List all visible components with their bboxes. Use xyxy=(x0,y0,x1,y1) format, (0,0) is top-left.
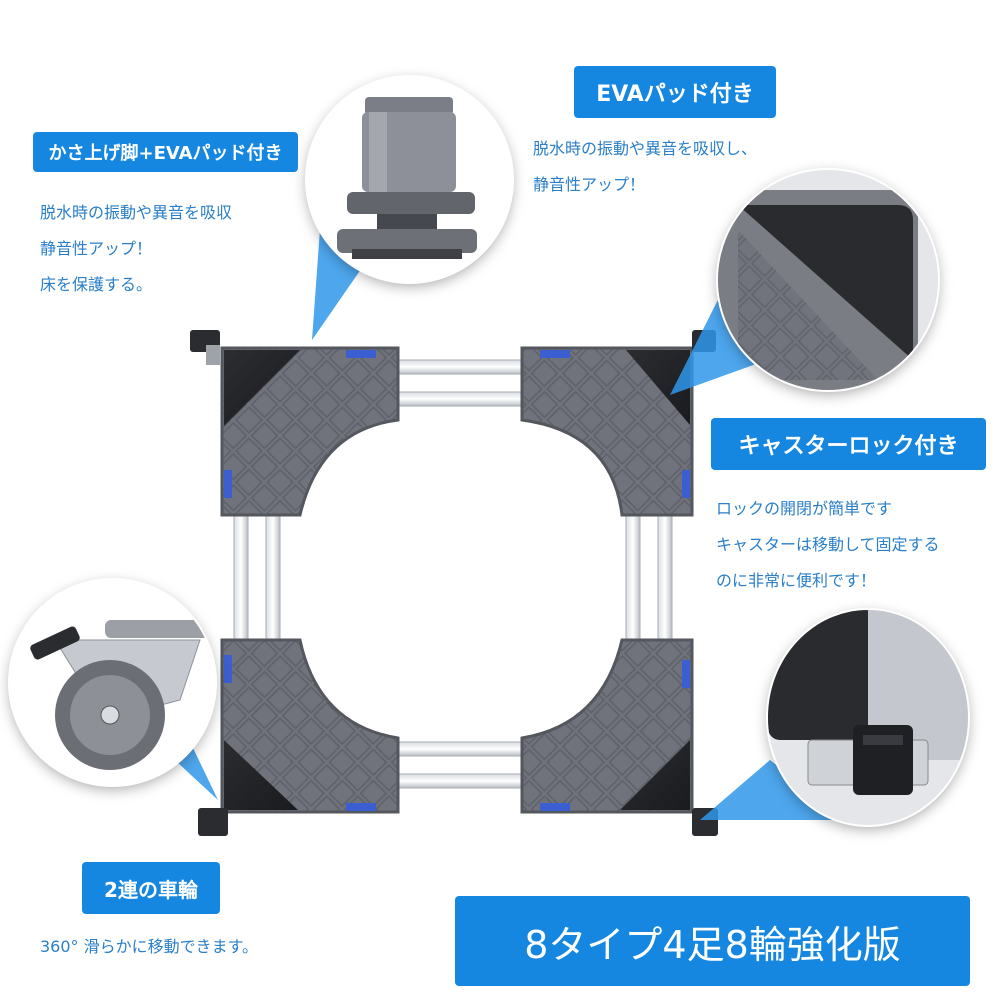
tag-eva-pad: EVAパッド付き xyxy=(574,66,776,118)
product-banner: 8タイプ4足8輪強化版 xyxy=(455,896,970,986)
tag-caster-lock: キャスターロック付き xyxy=(711,418,986,470)
tag-foot-eva: かさ上げ脚+EVAパッド付き xyxy=(33,132,298,172)
eva-pad-zoom-circle xyxy=(718,170,938,390)
wheel-desc-line1: 360° 滑らかに移動できます。 xyxy=(40,937,259,956)
caster-lock-icon xyxy=(768,610,968,825)
tag-double-wheel: 2連の車輪 xyxy=(82,862,220,914)
corner-pad-top-left xyxy=(190,330,400,517)
caster-zoom-circle xyxy=(10,580,215,785)
foot-desc-line1: 脱水時の振動や異音を吸収 xyxy=(40,203,233,222)
foot-desc-line3: 床を保護する。 xyxy=(40,275,153,294)
corner-pad-bottom-left xyxy=(198,638,400,836)
eva-desc-line1: 脱水時の振動や異音を吸収し、 xyxy=(533,139,758,158)
corner-pad-bottom-right xyxy=(520,638,718,836)
corner-pad-top-right xyxy=(520,330,716,517)
lock-desc-line1: ロックの開閉が簡単です xyxy=(716,499,893,518)
eva-desc-line2: 静音性アップ！ xyxy=(533,175,646,194)
eva-pad-icon xyxy=(718,170,938,390)
lock-zoom-circle xyxy=(768,610,968,825)
foot-desc-line2: 静音性アップ！ xyxy=(40,239,153,258)
leveling-foot-icon xyxy=(337,97,477,259)
foot-zoom-circle xyxy=(307,77,512,282)
lock-desc-line3: のに非常に便利です！ xyxy=(716,571,877,590)
lock-desc-line2: キャスターは移動して固定する xyxy=(716,535,940,554)
caster-wheel-icon xyxy=(30,620,215,770)
